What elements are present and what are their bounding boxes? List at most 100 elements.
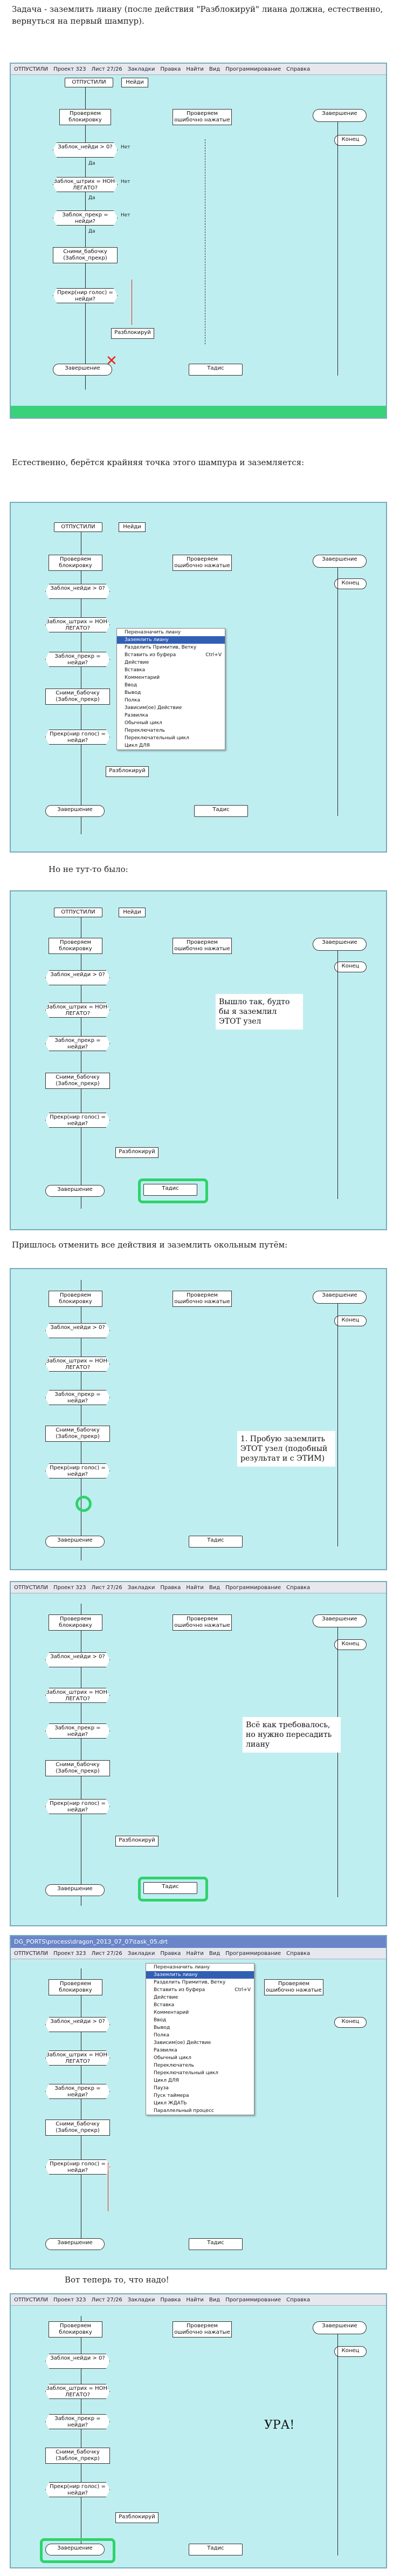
- node-snim[interactable]: Сними_бабочку (Заблок_прекр): [45, 1426, 110, 1442]
- toolbar-item[interactable]: Программирование: [225, 2296, 281, 2303]
- node-top-mid[interactable]: Нейди: [119, 908, 146, 917]
- menu-item[interactable]: Переключательный цикл: [125, 735, 189, 741]
- cond-1[interactable]: Заблок_нейди > 0?: [45, 970, 110, 985]
- cond-2[interactable]: Заблок_штрих = НОН-ЛЕГАТО?: [45, 1003, 110, 1018]
- node-finish[interactable]: Завершение: [313, 1291, 367, 1304]
- toolbar-item[interactable]: Вид: [209, 2296, 220, 2303]
- toolbar-item[interactable]: Программирование: [225, 66, 281, 72]
- cond-3[interactable]: Заблок_прекр = нейди?: [45, 2414, 110, 2429]
- cond-3[interactable]: Заблок_прекр = нейди?: [45, 2084, 110, 2099]
- node-snim[interactable]: Сними_бабочку (Заблок_прекр): [45, 2448, 110, 2464]
- cond-4[interactable]: Прекр(нир голос) = нейди?: [45, 2159, 110, 2175]
- node-check-lock[interactable]: Проверяем блокировку: [49, 1614, 102, 1631]
- toolbar-item[interactable]: Правка: [160, 2296, 181, 2303]
- node-snim[interactable]: Сними_бабочку (Заблок_прекр): [45, 1073, 110, 1089]
- toolbar-item[interactable]: Программирование: [225, 1950, 281, 1957]
- toolbar-item[interactable]: Программирование: [225, 1584, 281, 1591]
- menu-item[interactable]: Ввод: [125, 683, 137, 688]
- toolbar-item[interactable]: Лист 27/26: [91, 1950, 122, 1957]
- node-check-lock[interactable]: Проверяем блокировку: [49, 2321, 102, 2338]
- node-end[interactable]: Конец: [334, 1639, 367, 1650]
- cond-1[interactable]: Заблок_нейди > 0?: [45, 1652, 110, 1667]
- menu-item[interactable]: Полка: [154, 2033, 169, 2038]
- node-end[interactable]: Конец: [334, 962, 367, 972]
- toolbar-item[interactable]: Найти: [186, 1950, 204, 1957]
- cond-2[interactable]: Заблок_штрих = НОН-ЛЕГАТО?: [45, 2384, 110, 2399]
- toolbar-item[interactable]: Вид: [209, 1584, 220, 1591]
- node-finish-2[interactable]: Завершение: [45, 1884, 105, 1896]
- menu-item[interactable]: Разделить Примитив, Ветку: [125, 645, 197, 650]
- toolbar-item[interactable]: ОТПУСТИЛИ: [14, 1950, 49, 1957]
- toolbar-item[interactable]: Лист 27/26: [91, 66, 122, 72]
- toolbar-item[interactable]: Найти: [186, 2296, 204, 2303]
- cond-4[interactable]: Прекр(нир голос) = нейди?: [45, 730, 110, 745]
- toolbar-item[interactable]: Закладки: [127, 66, 155, 72]
- node-end[interactable]: Конец: [334, 1316, 367, 1326]
- toolbar-item[interactable]: Лист 27/26: [91, 1584, 122, 1591]
- node-snim[interactable]: Сними_бабочку (Заблок_прекр): [45, 689, 110, 705]
- toolbar-item[interactable]: ОТПУСТИЛИ: [14, 1584, 49, 1591]
- cond-1[interactable]: Заблок_нейди > 0?: [53, 142, 118, 158]
- node-finish-2[interactable]: Завершение: [45, 2544, 105, 2555]
- cond-4[interactable]: Прекр(нир голос) = нейди?: [45, 2482, 110, 2497]
- node-unlock[interactable]: Разблокируй: [115, 1836, 158, 1846]
- node-finish[interactable]: Завершение: [313, 1614, 367, 1627]
- node-tadis[interactable]: Тадис: [143, 1184, 197, 1196]
- toolbar-item[interactable]: ОТПУСТИЛИ: [14, 2296, 49, 2303]
- toolbar-item[interactable]: Правка: [160, 1950, 181, 1957]
- node-finish-2[interactable]: Завершение: [45, 1185, 105, 1197]
- node-wrong-key[interactable]: Проверяем ошибочно нажатые: [264, 1979, 323, 1995]
- cond-4[interactable]: Прекр(нир голос) = нейди?: [45, 1113, 110, 1128]
- node-tadis[interactable]: Тадис: [189, 2544, 243, 2555]
- menu-item[interactable]: Вставка: [125, 667, 146, 673]
- toolbar-item[interactable]: Проект 323: [53, 1950, 86, 1957]
- node-unlock[interactable]: Разблокируй: [115, 2512, 158, 2523]
- node-check-lock[interactable]: Проверяем блокировку: [49, 555, 102, 571]
- menu-item[interactable]: Комментарий: [125, 675, 160, 680]
- cond-2[interactable]: Заблок_штрих = НОН-ЛЕГАТО?: [45, 1688, 110, 1703]
- node-wrong-key[interactable]: Проверяем ошибочно нажатые: [173, 2321, 232, 2338]
- menu-item[interactable]: Обычный цикл: [154, 2055, 191, 2061]
- cond-3[interactable]: Заблок_прекр = нейди?: [45, 1390, 110, 1405]
- menu-item[interactable]: Вывод: [154, 2025, 170, 2030]
- node-wrong-key[interactable]: Проверяем ошибочно нажатые: [173, 109, 232, 125]
- node-top-left[interactable]: ОТПУСТИЛИ: [54, 522, 102, 532]
- cond-2[interactable]: Заблок_штрих = НОН-ЛЕГАТО?: [45, 2050, 110, 2066]
- toolbar-item[interactable]: ОТПУСТИЛИ: [14, 66, 49, 72]
- node-tadis[interactable]: Тадис: [189, 364, 243, 376]
- context-menu[interactable]: Переназначить лиану Заземлить лиану Разд…: [146, 1963, 254, 2115]
- menu-item[interactable]: Переключательный цикл: [154, 2070, 218, 2076]
- node-end[interactable]: Конец: [334, 135, 367, 146]
- node-unlock[interactable]: Разблокируй: [106, 766, 149, 777]
- node-snim[interactable]: Сними_бабочку (Заблок_прекр): [45, 1760, 110, 1776]
- menu-item-highlighted[interactable]: Заземлить лиану: [117, 636, 225, 644]
- menu-item[interactable]: Переназначить лиану: [154, 1965, 210, 1970]
- toolbar-item[interactable]: Лист 27/26: [91, 2296, 122, 2303]
- cond-3[interactable]: Заблок_прекр = нейди?: [53, 210, 118, 226]
- node-finish[interactable]: Завершение: [313, 2321, 367, 2334]
- menu-item[interactable]: Пуск таймера: [154, 2093, 189, 2098]
- toolbar-item[interactable]: Закладки: [127, 2296, 155, 2303]
- menu-item[interactable]: Цикл ДЛЯ: [125, 743, 150, 748]
- menu-item[interactable]: Переключатель: [154, 2063, 194, 2068]
- menu-item-highlighted[interactable]: Заземлить лиану: [146, 1971, 254, 1979]
- node-tadis[interactable]: Тадис: [189, 2238, 243, 2250]
- node-tadis[interactable]: Тадис: [143, 1882, 197, 1894]
- menu-item[interactable]: Зависим(ое) Действие: [125, 705, 182, 711]
- menu-item[interactable]: Переключатель: [125, 728, 165, 733]
- node-check-lock[interactable]: Проверяем блокировку: [59, 109, 111, 125]
- node-finish-2[interactable]: Завершение: [53, 364, 112, 376]
- node-wrong-key[interactable]: Проверяем ошибочно нажатые: [173, 1291, 232, 1307]
- menu-item[interactable]: Вставить из буфера Ctrl+V: [146, 1986, 254, 1994]
- toolbar-item[interactable]: Вид: [209, 1950, 220, 1957]
- node-end[interactable]: Конец: [334, 578, 367, 589]
- toolbar-item[interactable]: Правка: [160, 1584, 181, 1591]
- menu-item[interactable]: Ввод: [154, 2018, 167, 2023]
- menu-item[interactable]: Вывод: [125, 690, 141, 696]
- cond-1[interactable]: Заблок_нейди > 0?: [45, 2354, 110, 2369]
- menu-item[interactable]: Параллельный процесс: [154, 2108, 214, 2114]
- toolbar-item[interactable]: Закладки: [127, 1950, 155, 1957]
- node-finish[interactable]: Завершение: [313, 555, 367, 568]
- cond-4[interactable]: Прекр(нир голос) = нейди?: [53, 288, 118, 303]
- cond-2[interactable]: Заблок_штрих = НОН-ЛЕГАТО?: [45, 617, 110, 632]
